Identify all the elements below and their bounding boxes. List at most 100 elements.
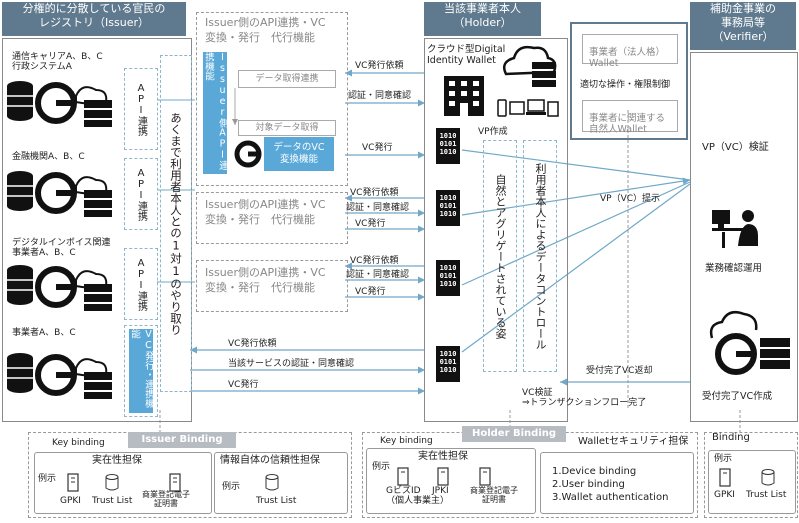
vc-document-icon-2: 1010 0101 1010 xyxy=(436,190,460,226)
cert-icons-holder xyxy=(397,467,491,486)
vp-verify-label: VP（VC）検証 xyxy=(702,142,769,153)
verifier-column xyxy=(690,52,798,422)
arrow-label-vc-request-4: VC発行依頼 xyxy=(228,339,277,349)
issuer-system-icons-1 xyxy=(6,78,116,128)
arrow-label-service-auth: 当該サービスの認証・同意確認 xyxy=(228,359,355,369)
trust-list-label-1: Trust List xyxy=(92,496,133,506)
gbizid-label: GビズID （個人事業主） xyxy=(386,486,450,507)
sec-item-3: 3.Wallet authentication xyxy=(552,492,669,503)
building-small-icon-5 xyxy=(479,467,491,486)
one-to-one-text: あくまで利用者本人との1対1のやり取り xyxy=(169,111,183,336)
commercial-cert-label-2: 商業登記電子 証明書 xyxy=(470,486,518,505)
issuer-label-2: 金融機関A、B、C xyxy=(12,152,85,162)
existence-box-holder xyxy=(366,448,536,514)
worker-icon xyxy=(712,208,762,250)
corp-wallet-label: 事業者（法人格） Wallet xyxy=(589,46,666,69)
example-label-4: 例示 xyxy=(714,454,733,464)
vc-document-icon-4: 1010 0101 1010 xyxy=(436,346,460,382)
jpki-label: JPKI xyxy=(432,486,449,496)
holder-header-text: 当該事業者本人 （Holder） xyxy=(444,2,521,29)
worker-at-desk-icon xyxy=(712,210,758,248)
arrow-label-auth-2: 認証・同意確認 xyxy=(346,203,410,213)
issuer-proxy-box-3 xyxy=(196,260,348,312)
issuer-api-func-box: Issuer側API連携機能 xyxy=(203,52,228,174)
arrow-label-vc-verify: VC検証 ⇒トランザクションフロー完了 xyxy=(522,388,647,409)
sec-item-2: 2.User binding xyxy=(552,479,625,490)
ops-label: 業務確認運用 xyxy=(705,263,763,274)
issuer-header: 分権的に分散している官民の レジストリ（Issuer） xyxy=(2,2,186,36)
issuer-proxy-box-1 xyxy=(196,12,348,186)
holder-binding-badge: Holder Binding xyxy=(462,426,566,442)
vc-document-icon-3: 1010 0101 1010 xyxy=(436,260,460,296)
gpki-label-1: GPKI xyxy=(60,496,81,506)
cert-icons-issuer xyxy=(67,473,181,492)
cloud-server-icon xyxy=(500,44,558,88)
vc-document-icon-1: 1010 0101 1010 xyxy=(436,128,460,164)
sec-item-1: 1.Device binding xyxy=(552,466,637,477)
arrow-label-auth-1: 認証・同意確認 xyxy=(348,91,412,101)
one-to-one-box: あくまで利用者本人との1対1のやり取り xyxy=(160,55,192,392)
holder-header: 当該事業者本人 （Holder） xyxy=(424,2,541,36)
cloud-server-icon-svg xyxy=(503,45,557,87)
database-cloud-icon xyxy=(7,171,112,217)
data-fetch-label: データ取得連携 xyxy=(255,74,319,84)
wallet-structure-box xyxy=(570,22,688,140)
issuer-key-binding: Key binding xyxy=(52,438,105,448)
arrow-label-vc-return: 受付完了VC返却 xyxy=(586,366,653,376)
issuer-header-text: 分権的に分散している官民の レジストリ（Issuer） xyxy=(22,2,166,29)
vc-issue-link-label: VC発行・連携機能 xyxy=(129,329,154,408)
issuer-proxy-title-3: Issuer側のAPI連携・VC 変換・発行 代行機能 xyxy=(205,266,326,294)
data-fetch-box: データ取得連携 xyxy=(238,70,336,88)
existence-label-holder: 実在性担保 xyxy=(418,451,468,462)
vc-issue-link-box: VC発行・連携機能 xyxy=(124,325,158,417)
target-data-label: 対象データ取得 xyxy=(255,123,319,133)
info-trust-box xyxy=(214,452,348,514)
gpki-label-2: GPKI xyxy=(714,490,735,500)
issuer-label-3: デジタルインボイス関連 事業者A、B、C xyxy=(12,238,111,259)
cloud-wallet-label: クラウド型Digital Identity Wallet xyxy=(427,44,506,66)
info-trust-label: 情報自体の信頼性担保 xyxy=(220,455,320,466)
verifier-binding-panel xyxy=(704,432,798,518)
devices-icon-svg xyxy=(497,99,559,117)
verifier-binding-label: Binding xyxy=(712,432,750,443)
corp-wallet-box: 事業者（法人格） Wallet xyxy=(582,34,678,69)
issuer-proxy-title-1: Issuer側のAPI連携・VC 変換・発行 代行機能 xyxy=(205,16,326,44)
wallet-sec-label: Walletセキュリティ担保 xyxy=(578,436,689,447)
verifier-header-text: 補助金事業の 事務局等 （Verifier） xyxy=(710,2,776,43)
arrow-label-vc-issue-4: VC発行 xyxy=(228,380,259,390)
api-link-box-3: API連携 xyxy=(124,248,158,320)
arrow-label-vc-request-1: VC発行依頼 xyxy=(355,61,404,71)
database-small-icon-3 xyxy=(761,469,775,486)
verifier-system-icon xyxy=(708,308,792,378)
issuer-proxy-title-2: Issuer側のAPI連携・VC 変換・発行 代行機能 xyxy=(205,198,326,226)
wallet-sec-box xyxy=(540,452,694,514)
issuer-system-icons-3 xyxy=(6,262,116,312)
api-link-box-2: API連携 xyxy=(124,158,158,230)
verifier-existence-box xyxy=(708,450,796,514)
devices-icon xyxy=(496,96,560,120)
trust-list-label-3: Trust List xyxy=(746,490,787,500)
receipt-vc-label: 受付完了VC作成 xyxy=(702,391,773,402)
data-control-box: 利用者本人によるデータコントロール xyxy=(523,140,557,372)
aggregate-box: 自然とアグリゲートされている姿 xyxy=(483,140,517,372)
trust-list-label-2: Trust List xyxy=(256,496,297,506)
database-small-icon xyxy=(105,474,119,491)
arrow-label-vc-issue-1: VC発行 xyxy=(362,143,393,153)
arrow-label-vc-request-2: VC発行依頼 xyxy=(350,188,399,198)
commercial-cert-label-1: 商業登記電子 証明書 xyxy=(142,490,190,509)
vc-convert-label: データのVC 変換機能 xyxy=(273,142,325,165)
api-link-label: API連携 xyxy=(135,257,147,311)
arrow-label-vp-present: VP（VC）提示 xyxy=(600,194,661,204)
database-small-icon-2 xyxy=(265,474,279,491)
arrow-label-auth-3: 認証・同意確認 xyxy=(346,270,410,280)
cert-icons-verifier xyxy=(719,468,775,487)
person-wallet-box: 事業者に関連する 自然人Wallet xyxy=(582,100,678,135)
building-small-icon xyxy=(67,473,79,492)
database-cloud-icon xyxy=(7,353,112,399)
building-icon-svg xyxy=(444,76,484,116)
example-label-3: 例示 xyxy=(372,462,391,472)
issuer-label-4: 事業者A、B、C xyxy=(12,328,76,338)
issuer-label-1: 通信キャリアA、B、C 行政システムA xyxy=(12,52,103,73)
vc-convert-box: データのVC 変換機能 xyxy=(264,137,334,171)
issuer-binding-badge: Issuer Binding xyxy=(128,432,236,448)
